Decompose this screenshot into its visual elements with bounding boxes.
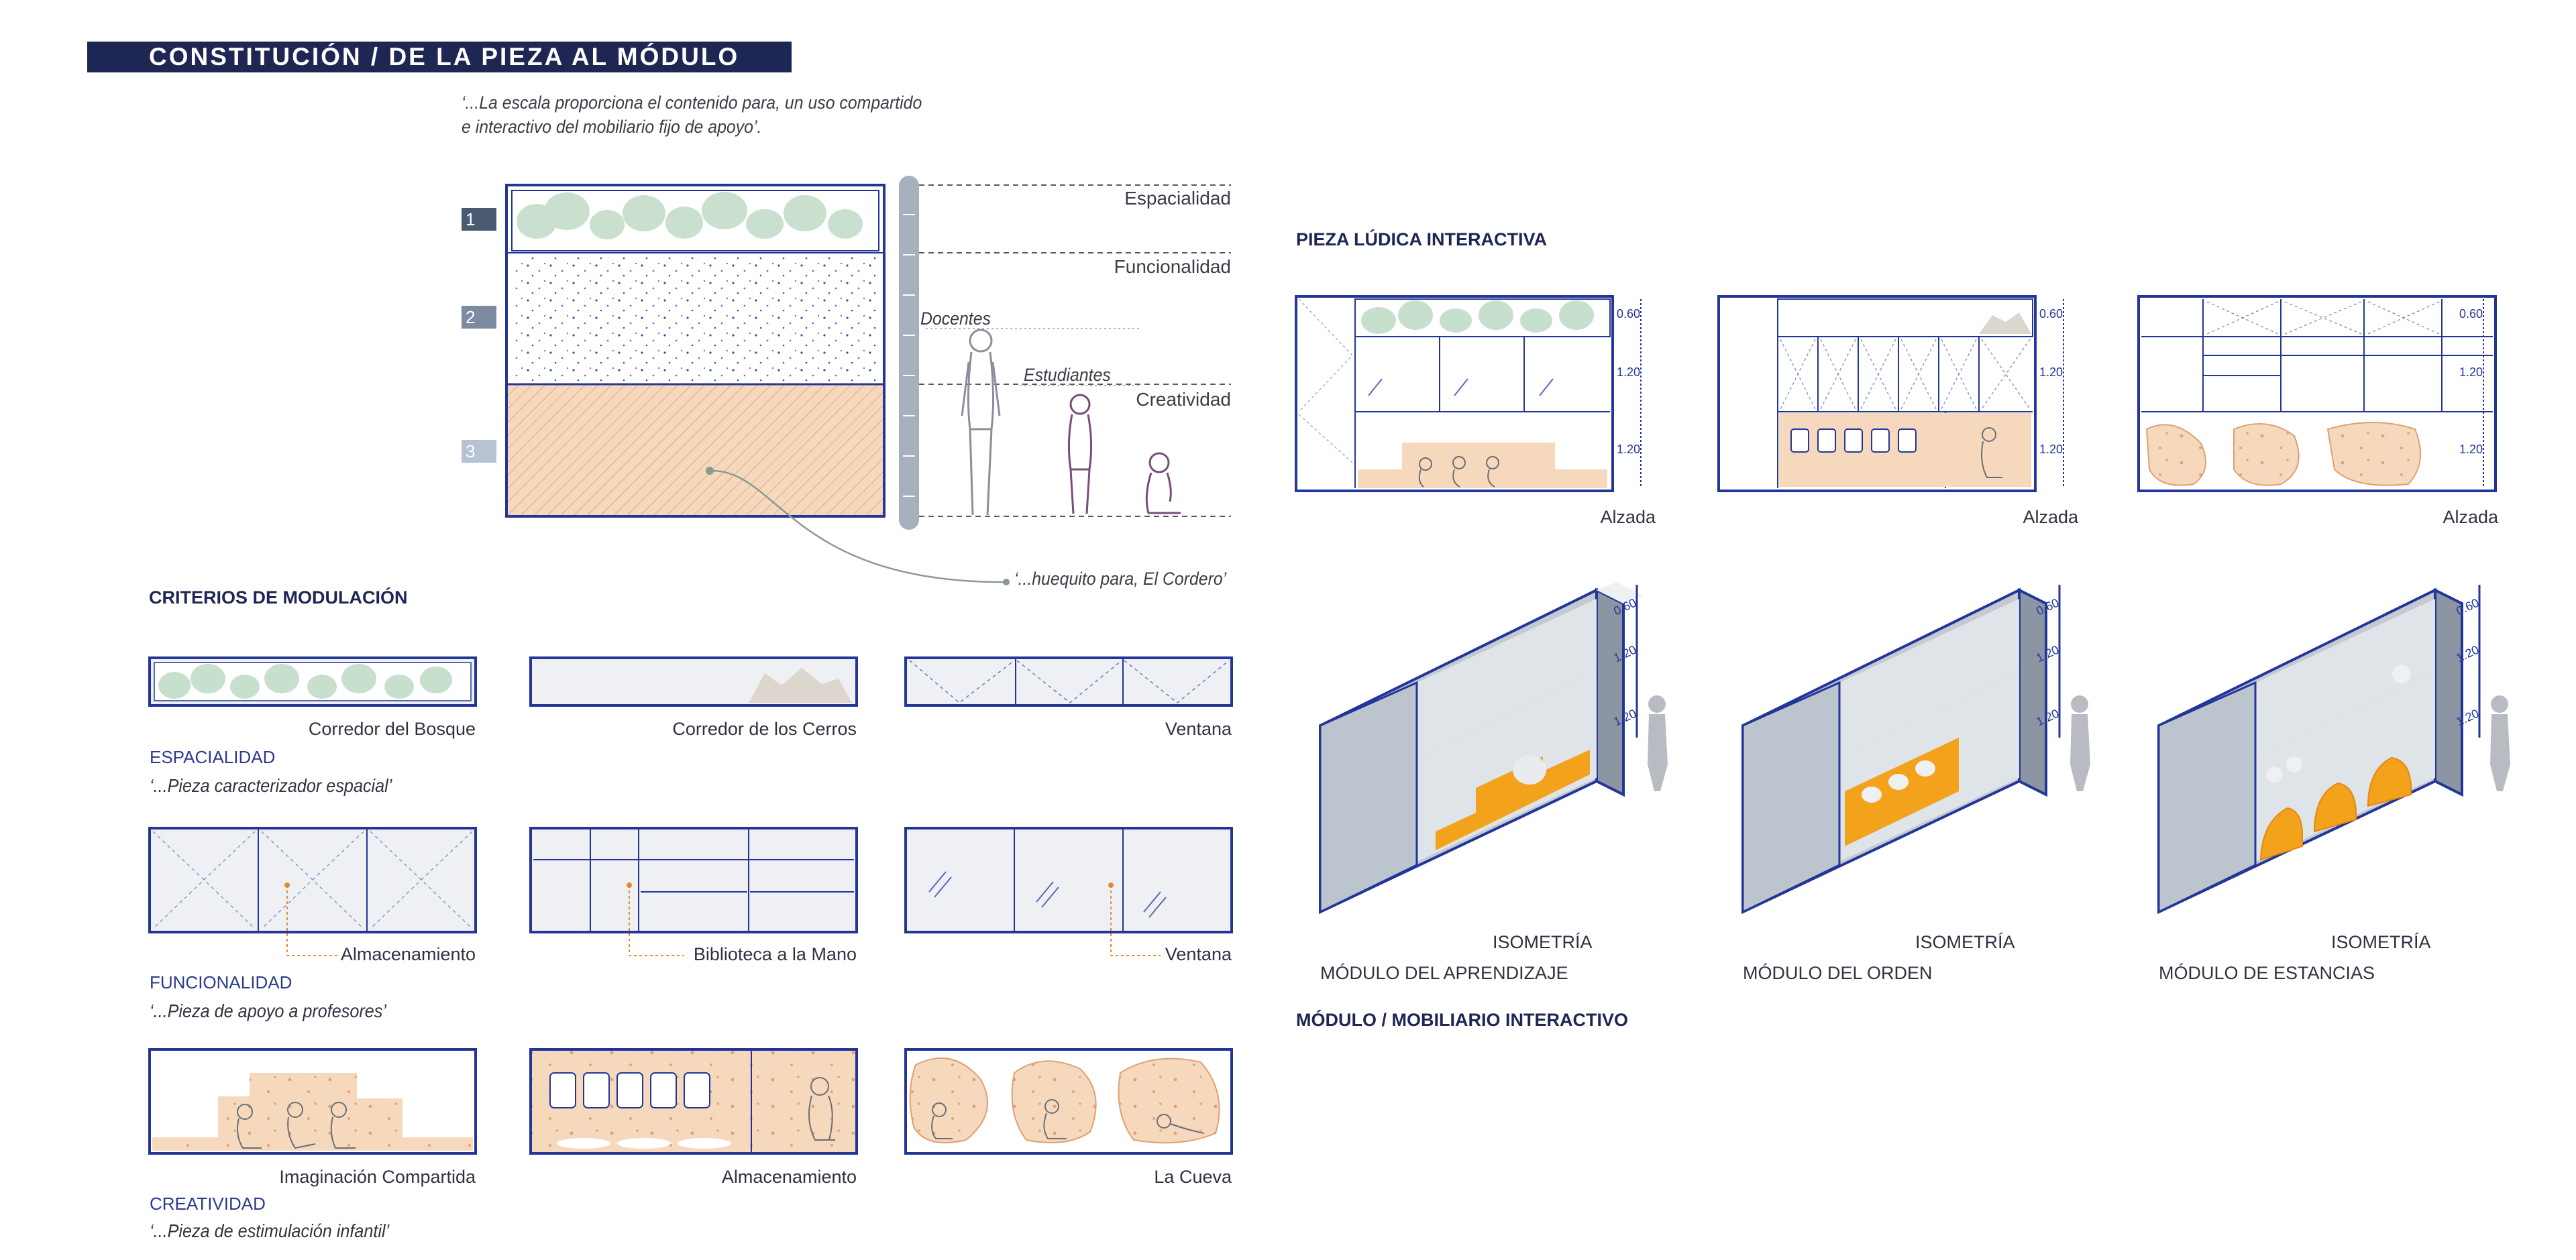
estudiantes-label: Estudiantes [1024,365,1111,385]
elev1-dim-1: 0.60 [1617,307,1641,321]
criterio-funcionalidad-item-3: Ventana [1165,944,1232,964]
criterios-heading: CRITERIOS DE MODULACIÓN [149,587,408,608]
cordero-note: ‘...huequito para, El Cordero’ [1014,569,1227,589]
level-2-badge: 2 [462,306,496,329]
criterio-espacialidad-item-3: Ventana [1165,719,1232,739]
elev3-dim-3: 1.20 [2459,443,2483,456]
elev2-dim-2: 1.20 [2039,365,2063,379]
criterio-funcionalidad-item-1: Almacenamiento [340,944,476,964]
modulo-estancias-label: MÓDULO DE ESTANCIAS [2159,963,2375,983]
criterio-funcionalidad-quote: ‘...Pieza de apoyo a profesores’ [150,1000,387,1021]
modulos-heading: MÓDULO / MOBILIARIO INTERACTIVO [1296,1010,1628,1030]
elev1-caption: Alzada [1600,507,1656,527]
elev2-dim-3: 1.20 [2039,443,2063,456]
level-1-badge: 1 [462,208,496,231]
elev2-dim-1: 0.60 [2039,307,2063,321]
intro-quote-line1: ‘...La escala proporciona el contenido p… [462,93,922,113]
criterio-creatividad-quote: ‘...Pieza de estimulación infantil’ [150,1220,390,1241]
modulo-orden-label: MÓDULO DEL ORDEN [1743,963,1933,983]
criterio-creatividad-item-2: Almacenamiento [721,1167,857,1187]
criterio-creatividad-title: CREATIVIDAD [150,1194,266,1214]
modulo-aprendizaje-label: MÓDULO DEL APRENDIZAJE [1320,963,1568,983]
elev3-dim-2: 1.20 [2459,365,2483,379]
elev3-caption: Alzada [2443,507,2498,527]
elev3-dim-1: 0.60 [2459,307,2483,321]
pieza-heading: PIEZA LÚDICA INTERACTIVA [1296,229,1547,249]
criterio-espacialidad-item-1: Corredor del Bosque [308,719,476,739]
criterio-creatividad-item-3: La Cueva [1154,1167,1232,1187]
page-title: CONSTITUCIÓN / DE LA PIEZA AL MÓDULO [149,43,740,70]
criterio-creatividad-item-1: Imaginación Compartida [279,1167,476,1187]
iso2-caption: ISOMETRÍA [1915,932,2015,952]
criterio-espacialidad-title: ESPACIALIDAD [150,747,276,767]
elev1-dim-2: 1.20 [1617,365,1641,379]
docentes-label: Docentes [920,308,991,329]
elev1-dim-3: 1.20 [1617,443,1641,456]
level-3-label: Creatividad [1136,389,1231,410]
level-2-label: Funcionalidad [1114,256,1231,277]
level-3-badge: 3 [462,440,496,463]
intro-quote-line2: e interactivo del mobiliario fijo de apo… [462,117,762,137]
level-1-label: Espacialidad [1124,188,1231,209]
iso1-caption: ISOMETRÍA [1493,932,1593,952]
criterio-espacialidad-item-2: Corredor de los Cerros [672,719,857,739]
criterio-funcionalidad-item-2: Biblioteca a la Mano [693,944,857,964]
criterio-espacialidad-quote: ‘...Pieza caracterizador espacial’ [150,775,392,796]
elev2-caption: Alzada [2023,507,2078,527]
criterio-funcionalidad-title: FUNCIONALIDAD [150,972,292,992]
title-bar [87,42,792,72]
iso3-caption: ISOMETRÍA [2331,932,2431,952]
